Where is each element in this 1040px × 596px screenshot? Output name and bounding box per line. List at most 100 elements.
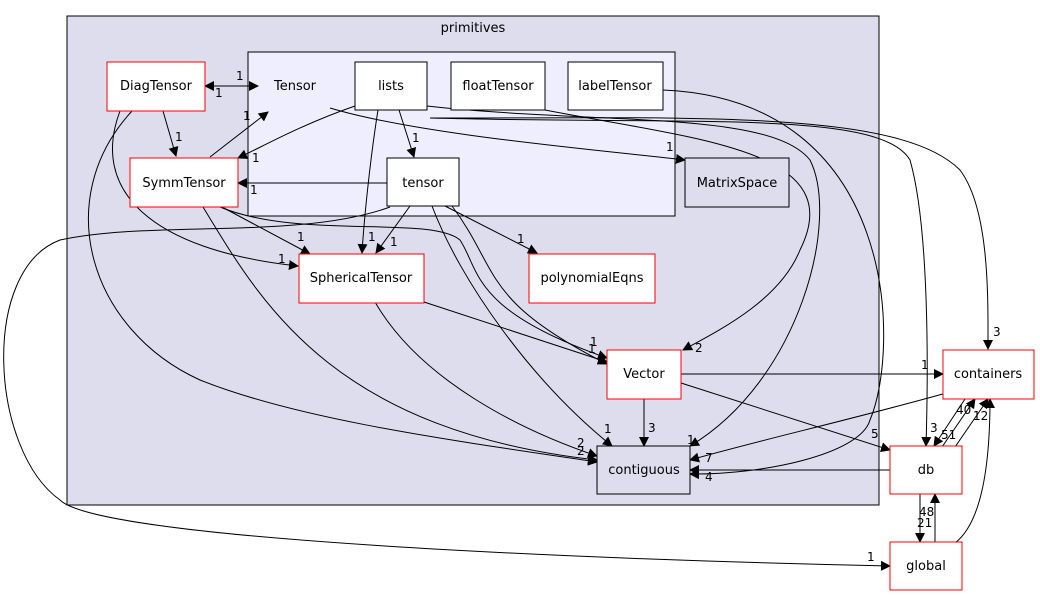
node-db[interactable]: db bbox=[889, 445, 963, 495]
edge-label: 1 bbox=[390, 235, 398, 249]
node-polynomialeqns[interactable]: polynomialEqns bbox=[528, 253, 656, 304]
edge-label: 21 bbox=[917, 516, 932, 530]
node-diagtensor-box bbox=[106, 61, 206, 112]
edge-label: 3 bbox=[993, 325, 1001, 339]
node-containers-box bbox=[942, 349, 1035, 400]
node-global[interactable]: global bbox=[889, 541, 963, 591]
edge-label: 40 bbox=[956, 403, 971, 417]
edge-lists-tensor bbox=[398, 109, 417, 158]
edge-tensor-contiguous bbox=[431, 205, 613, 447]
edge-global-containers bbox=[954, 398, 995, 544]
node-lists-box bbox=[354, 61, 428, 111]
node-global-label: global bbox=[906, 559, 946, 574]
cluster-tensor-label[interactable]: Tensor bbox=[273, 79, 317, 94]
edge-label: 1 bbox=[604, 422, 612, 436]
node-sphericaltensor-box bbox=[298, 253, 425, 304]
node-containers-label: containers bbox=[954, 367, 1023, 382]
edge-label: 1 bbox=[921, 358, 929, 372]
edge-label: 1 bbox=[517, 232, 525, 246]
edge-symm-contiguous bbox=[202, 206, 598, 464]
node-vector-box bbox=[606, 349, 682, 400]
node-containers[interactable]: containers bbox=[942, 349, 1035, 400]
edge-label: 1 bbox=[687, 433, 695, 447]
edge-lists-db bbox=[429, 117, 932, 447]
edge-tensor-containers bbox=[429, 117, 994, 350]
edge-label: 7 bbox=[705, 451, 713, 465]
node-lists-label: lists bbox=[378, 79, 404, 94]
edge-label: 5 bbox=[871, 427, 879, 441]
edge-label: 3 bbox=[648, 421, 656, 435]
edge-lists-symm bbox=[237, 105, 356, 159]
edge-tensor-spherical bbox=[375, 205, 411, 254]
node-sphericaltensor[interactable]: SphericalTensor bbox=[298, 253, 425, 304]
node-polynomialeqns-box bbox=[528, 253, 656, 304]
node-db-box bbox=[889, 445, 963, 495]
edge-spherical-contiguous bbox=[374, 301, 598, 458]
node-global-box bbox=[889, 541, 963, 591]
node-labeltensor-label: labelTensor bbox=[578, 79, 652, 94]
edge-label: 1 bbox=[278, 252, 286, 266]
node-symmtensor-label: SymmTensor bbox=[142, 176, 226, 191]
edge-label: 1 bbox=[236, 69, 244, 83]
edge-label: 1 bbox=[867, 550, 875, 564]
edge-db-containers-b bbox=[954, 398, 989, 448]
node-floattensor-label: floatTensor bbox=[462, 79, 534, 94]
node-contiguous[interactable]: contiguous bbox=[596, 445, 691, 495]
edge-label: 1 bbox=[588, 342, 596, 356]
node-floattensor[interactable]: floatTensor bbox=[450, 61, 546, 111]
edge-label: 1 bbox=[215, 86, 223, 100]
node-contiguous-label: contiguous bbox=[608, 463, 680, 478]
node-symmtensor-box bbox=[129, 157, 239, 208]
edges bbox=[3, 81, 995, 571]
node-tensor-box bbox=[386, 157, 460, 207]
edge-label: 1 bbox=[666, 140, 674, 154]
edge-diag-spherical bbox=[111, 110, 299, 271]
edge-label: 1 bbox=[250, 183, 258, 197]
edge-float-vector bbox=[544, 109, 811, 351]
node-symmtensor[interactable]: SymmTensor bbox=[129, 157, 239, 208]
edge-label-contiguous bbox=[662, 89, 885, 480]
edge-lists-spherical bbox=[357, 109, 379, 254]
edge-labels: 1 1 1 1 1 1 1 1 1 1 1 1 1 1 1 3 1 2 2 1 … bbox=[175, 69, 1001, 564]
node-vector-label: Vector bbox=[623, 367, 665, 382]
edge-label: 48 bbox=[919, 505, 934, 519]
edge-symm-spherical bbox=[221, 206, 311, 255]
edge-label: 2 bbox=[577, 444, 585, 458]
edge-label: 1 bbox=[297, 230, 305, 244]
cluster-primitives-label: primitives bbox=[441, 21, 506, 36]
edge-db-containers-a bbox=[941, 398, 976, 448]
edge-label: 51 bbox=[941, 428, 956, 442]
edge-label: 1 bbox=[243, 109, 251, 123]
node-labeltensor[interactable]: labelTensor bbox=[567, 61, 664, 111]
node-diagtensor-label: DiagTensor bbox=[120, 79, 193, 94]
node-floattensor-box bbox=[450, 61, 546, 111]
edge-symm-vector bbox=[219, 206, 608, 360]
node-vector[interactable]: Vector bbox=[606, 349, 682, 400]
node-matrixspace-label: MatrixSpace bbox=[697, 176, 778, 191]
edge-tensor-vector bbox=[451, 205, 608, 365]
node-labeltensor-box bbox=[567, 61, 664, 111]
edge-symm-global bbox=[3, 206, 891, 571]
edge-spherical-vector bbox=[423, 301, 608, 364]
node-diagtensor[interactable]: DiagTensor bbox=[106, 61, 206, 112]
node-contiguous-box bbox=[596, 445, 691, 495]
edge-containers-db bbox=[933, 398, 966, 447]
edge-label: 1 bbox=[252, 151, 260, 165]
edge-label: 12 bbox=[973, 409, 988, 423]
edge-diag-symm bbox=[162, 110, 179, 157]
edge-label: 2 bbox=[577, 436, 585, 450]
edge-diag-contiguous bbox=[88, 110, 598, 466]
edge-vector-db bbox=[680, 382, 891, 453]
node-matrixspace-box bbox=[684, 157, 790, 208]
edge-label: 1 bbox=[412, 131, 420, 145]
node-tensor[interactable]: tensor bbox=[386, 157, 460, 207]
edge-label: 1 bbox=[590, 335, 598, 349]
edge-containers-contiguous bbox=[689, 391, 951, 463]
edge-label: 4 bbox=[705, 470, 713, 484]
node-lists[interactable]: lists bbox=[354, 61, 428, 111]
nodes: DiagTensor lists floatTensor labelTensor… bbox=[106, 61, 1035, 591]
node-tensor-label: tensor bbox=[402, 176, 444, 191]
node-matrixspace[interactable]: MatrixSpace bbox=[684, 157, 790, 208]
edge-symm-tensorgrp bbox=[209, 111, 269, 158]
